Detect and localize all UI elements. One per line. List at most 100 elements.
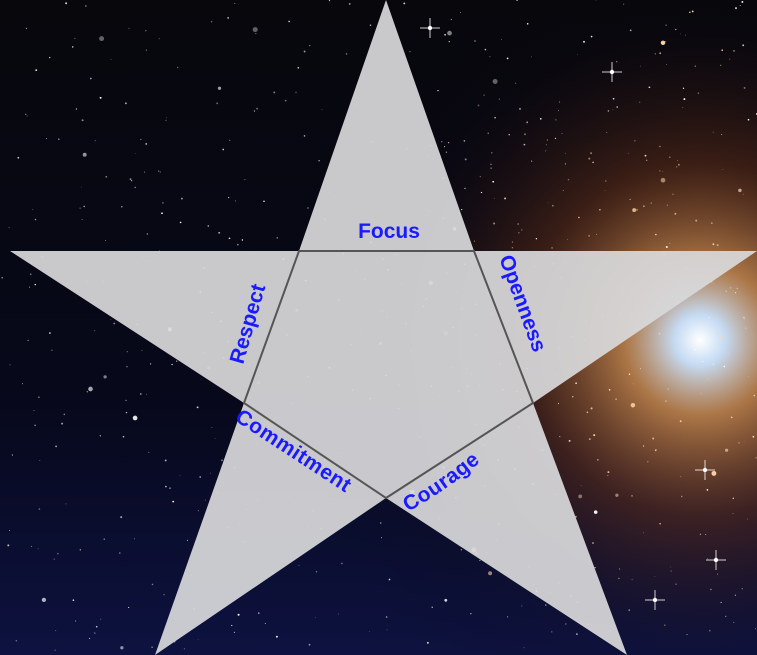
star-dot [564, 163, 566, 165]
star-dot [707, 558, 709, 560]
star-dot [618, 577, 620, 580]
star-dot [25, 27, 27, 29]
star-dot [615, 493, 619, 497]
star-dot [578, 216, 580, 219]
star-dot [720, 64, 722, 66]
star-dot [492, 79, 498, 84]
star-dot [119, 552, 121, 554]
star-dot [658, 332, 661, 335]
star-dot [71, 46, 74, 48]
star-dot [196, 406, 199, 409]
star-dot [161, 212, 163, 215]
star-dot [120, 646, 124, 650]
star-dot [655, 448, 657, 450]
star-dot [159, 171, 161, 173]
star-dot [632, 208, 637, 213]
star-dot [169, 487, 171, 489]
star-dot [535, 238, 538, 240]
star-dot [546, 139, 548, 141]
star-dot [89, 77, 92, 80]
star-dot [636, 208, 638, 211]
star-dot [530, 56, 532, 58]
star-dot [708, 316, 710, 319]
star-dot [547, 201, 549, 203]
star-dot [183, 648, 186, 650]
star-dot [88, 386, 93, 392]
star-dot [531, 160, 533, 162]
star-dot [197, 639, 199, 641]
star-dot [128, 606, 130, 609]
star-dot [61, 422, 64, 425]
star-dot [480, 191, 483, 194]
star-dot [491, 152, 493, 154]
sparkle-core [713, 557, 719, 563]
star-dot [34, 424, 36, 427]
star-dot [159, 250, 160, 251]
star-dot [588, 157, 591, 160]
star-dot [682, 106, 684, 108]
star-dot [676, 166, 678, 168]
star-dot [65, 503, 67, 505]
star-dot [516, 0, 518, 1]
star-dot [307, 207, 309, 209]
star-dot [592, 542, 594, 544]
star-dot [22, 383, 23, 385]
star-dot [511, 241, 513, 243]
star-dot [297, 66, 300, 69]
star-dot [55, 630, 57, 632]
star-dot [623, 3, 625, 5]
star-dot [612, 109, 614, 110]
star-dot [129, 178, 132, 181]
star-dot [162, 202, 164, 204]
star-dot [659, 52, 662, 55]
star-dot [218, 231, 221, 234]
star-dot [597, 459, 599, 461]
star-dot [743, 86, 746, 89]
star-dot [409, 51, 411, 53]
star-dot [672, 193, 674, 195]
star-dot [680, 495, 683, 498]
star-dot [555, 119, 557, 121]
star-dot [148, 451, 150, 453]
star-dot [437, 89, 439, 92]
sparkle-core [702, 467, 708, 473]
star-dot [575, 382, 577, 385]
star-dot [204, 499, 206, 501]
star-dot [444, 146, 446, 148]
star-shape [10, 0, 757, 655]
star-dot [607, 474, 609, 477]
star-dot [752, 435, 755, 438]
star-dot [551, 631, 553, 633]
star-dot [151, 646, 153, 649]
star-dot [711, 470, 717, 476]
star-dot [134, 538, 136, 540]
star-dot [164, 459, 167, 462]
star-dot [689, 11, 691, 13]
star-dot [244, 179, 246, 181]
star-dot [615, 398, 618, 401]
star-dot [284, 99, 287, 102]
star-dot [721, 49, 723, 51]
star-dot [479, 559, 481, 562]
star-dot [720, 601, 722, 603]
star-dot [233, 631, 236, 634]
star-dot [211, 427, 213, 428]
star-dot [431, 606, 433, 608]
star-dot [450, 18, 453, 21]
star-dot [128, 27, 130, 29]
star-dot [145, 30, 147, 32]
star-dot [315, 570, 318, 573]
star-dot [561, 133, 563, 135]
star-dot [712, 131, 714, 133]
star-dot [590, 407, 593, 410]
star-dot [165, 119, 167, 121]
star-dot [388, 578, 391, 581]
star-dot [241, 239, 244, 241]
star-dot [705, 533, 707, 536]
star-dot [576, 633, 578, 635]
star-dot [341, 562, 343, 565]
star-dot [444, 598, 448, 602]
star-dot [700, 392, 702, 394]
star-dot [163, 594, 165, 596]
